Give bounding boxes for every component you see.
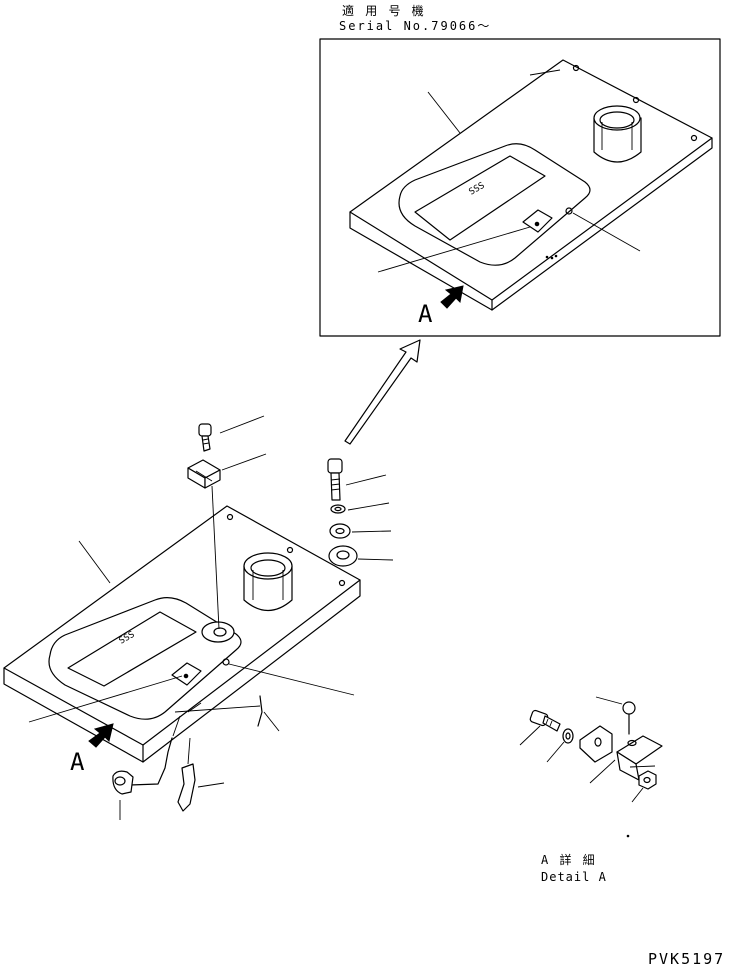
main-arrow-letter: A <box>70 748 85 776</box>
main-leader-panel <box>78 540 111 584</box>
detail-caption-jp: A 詳 細 <box>541 853 597 867</box>
main-view-arrow <box>88 723 114 748</box>
detail-a-view <box>519 696 663 838</box>
inset-canister <box>593 105 642 163</box>
inset-floor-panel: SSS <box>349 59 713 311</box>
callout-arrow <box>344 339 421 445</box>
screw <box>198 415 265 452</box>
detail-bolt <box>519 709 561 746</box>
main-leader-bracket <box>28 675 183 723</box>
inset-view: SSS <box>319 38 721 337</box>
drawing-code: PVK5197 <box>648 950 726 968</box>
inset-frame <box>319 38 721 337</box>
inset-serial-label: Serial No.79066～ <box>339 19 492 33</box>
detail-caption-en: Detail A <box>541 870 607 884</box>
inset-leader-hole <box>572 212 641 252</box>
clip <box>187 453 267 630</box>
detail-bracket <box>579 725 616 784</box>
main-canister <box>243 552 293 612</box>
detail-nut <box>631 770 657 803</box>
bolt-stack <box>327 458 394 567</box>
main-leader-hole <box>228 663 355 696</box>
inset-leader-panel <box>427 91 461 134</box>
lower-hardware <box>112 695 280 820</box>
inset-arrow-letter: A <box>418 300 433 328</box>
inset-view-arrow <box>440 285 464 309</box>
main-floor-panel: SSS <box>3 505 361 763</box>
inset-leader-bracket <box>377 226 531 273</box>
inset-title-jp: 適 用 号 機 <box>342 4 426 18</box>
